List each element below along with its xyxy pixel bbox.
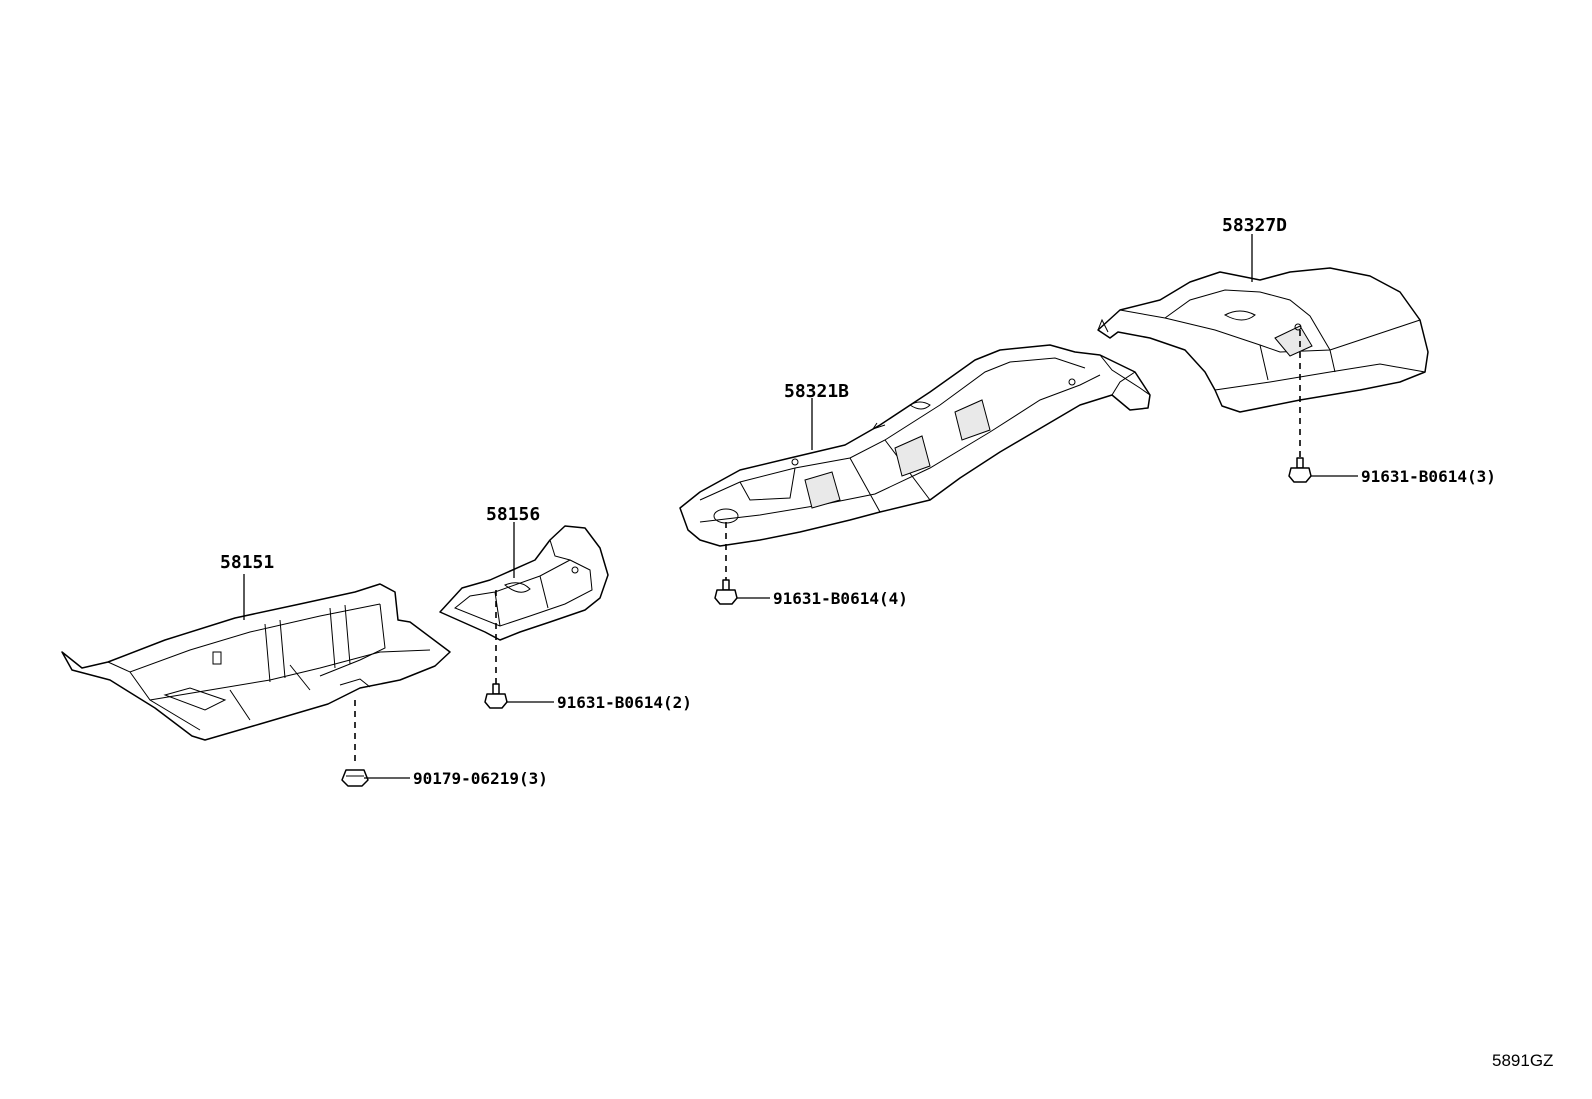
- bolt-icon: [714, 579, 738, 605]
- label-91631-b0614-2: 91631-B0614(2): [557, 693, 692, 712]
- bolt-icon: [484, 683, 508, 709]
- label-90179-06219: 90179-06219(3): [413, 769, 548, 788]
- label-58321B: 58321B: [784, 381, 849, 402]
- bolt-icon: [1288, 457, 1312, 483]
- heat-insulator-58151: [61, 583, 451, 741]
- heat-insulator-58321B: [679, 344, 1151, 547]
- nut-icon: [341, 769, 369, 787]
- heat-insulator-58327D: [1097, 267, 1429, 413]
- label-91631-b0614-3: 91631-B0614(3): [1361, 467, 1496, 486]
- heat-insulator-58156: [439, 525, 609, 641]
- label-58327D: 58327D: [1222, 215, 1287, 236]
- label-91631-b0614-4: 91631-B0614(4): [773, 589, 908, 608]
- label-58156: 58156: [486, 504, 540, 525]
- label-58151: 58151: [220, 552, 274, 573]
- diagram-code: 5891GZ: [1492, 1051, 1553, 1070]
